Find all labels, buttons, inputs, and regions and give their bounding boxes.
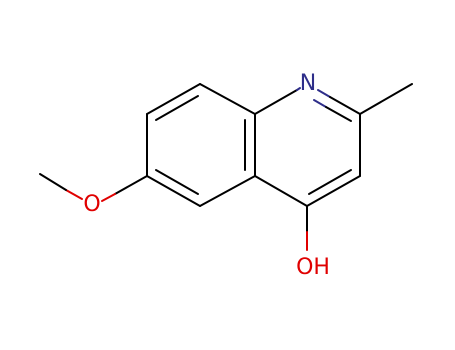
bond-c6-c5-double <box>155 169 199 195</box>
bond-n1-c2-n-side <box>317 89 331 98</box>
bond-n1-c2 <box>329 96 361 115</box>
bond-c2-methyl <box>359 83 413 115</box>
bond-n1-c2-double-n-side <box>313 99 327 108</box>
bond-o-ch3 <box>39 173 67 191</box>
bond-c8a-n1 <box>254 89 298 115</box>
methoxy-oxygen-atom-label: O <box>83 192 100 217</box>
bond-c4-c4a <box>254 175 308 207</box>
bond-c8-c7 <box>146 83 201 115</box>
bond-o-ch3-red <box>65 189 83 200</box>
bond-c8-c7-double <box>155 95 199 121</box>
bond-c5-c4a <box>199 175 256 207</box>
bond-n1-c2-double <box>325 106 352 122</box>
nitrogen-atom-label: N <box>300 71 316 96</box>
bond-c6-o <box>114 175 148 195</box>
bond-c3-c4 <box>306 175 361 207</box>
bond-c3-c4-double <box>308 169 352 195</box>
hydroxyl-atom-label: OH <box>296 255 330 280</box>
bond-c8-c8a <box>199 83 256 115</box>
bond-c6-c5 <box>146 175 201 207</box>
bond-n1-c8a-n-side <box>296 87 301 91</box>
bond-c6-o-red <box>101 193 116 202</box>
